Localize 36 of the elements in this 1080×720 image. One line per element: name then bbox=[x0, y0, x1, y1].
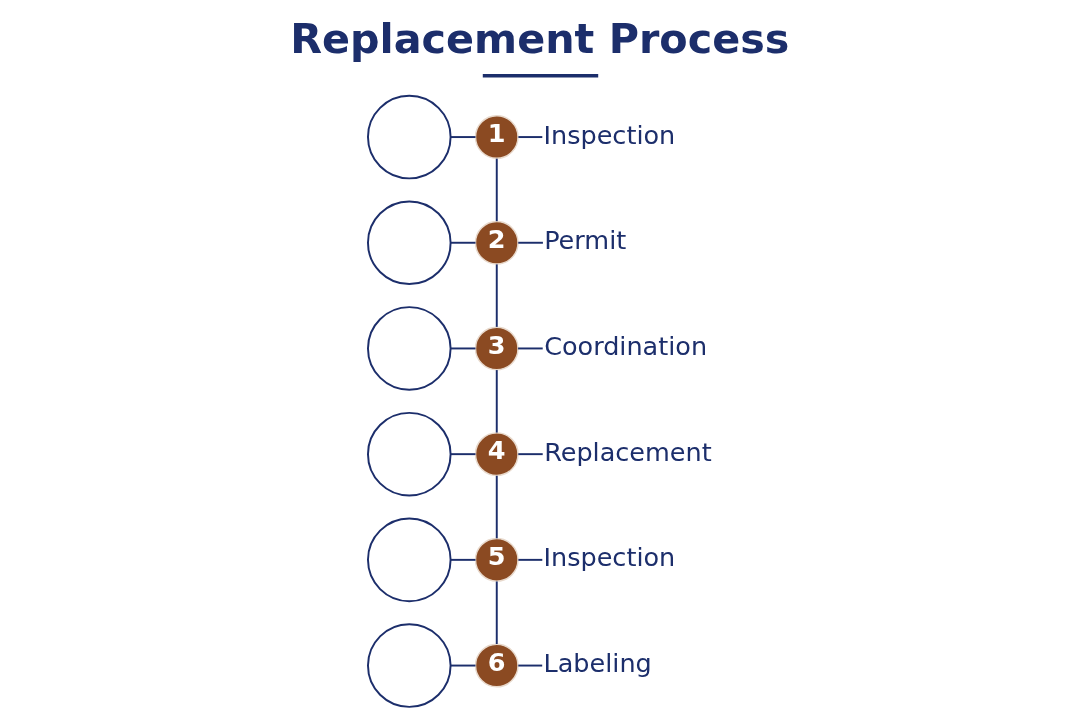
node-text: Permit bbox=[543, 225, 626, 256]
node-circle bbox=[366, 411, 452, 497]
node-circle bbox=[366, 94, 452, 180]
connector bbox=[449, 241, 476, 244]
node-text: Replacement bbox=[543, 436, 712, 467]
connector bbox=[449, 664, 476, 667]
node-circle: 2 bbox=[474, 220, 519, 265]
connector bbox=[516, 453, 544, 456]
connector bbox=[449, 347, 476, 350]
connector bbox=[516, 664, 543, 667]
connector bbox=[449, 453, 476, 456]
connector bbox=[449, 136, 476, 139]
node-circle bbox=[366, 517, 452, 603]
connector bbox=[495, 157, 498, 223]
diagram-title: Replacement Process bbox=[289, 15, 789, 64]
node-text: Inspection bbox=[543, 119, 675, 150]
node-text: Inspection bbox=[543, 542, 675, 573]
node-circle bbox=[366, 200, 452, 286]
connector bbox=[516, 136, 543, 139]
node-circle: 3 bbox=[474, 326, 519, 371]
node-circle bbox=[366, 623, 452, 708]
node-circle: 6 bbox=[474, 643, 519, 688]
connector bbox=[495, 263, 498, 328]
connector bbox=[516, 558, 543, 561]
connector bbox=[495, 369, 498, 434]
connector bbox=[516, 241, 544, 244]
node-circle: 4 bbox=[474, 432, 519, 477]
connector bbox=[495, 580, 498, 645]
node-circle: 5 bbox=[474, 537, 519, 582]
node-text: Coordination bbox=[543, 330, 707, 361]
node-text: Labeling bbox=[543, 647, 652, 678]
connector bbox=[516, 347, 544, 350]
connector bbox=[495, 474, 498, 540]
node-circle bbox=[366, 306, 452, 391]
connector bbox=[449, 558, 476, 561]
node-circle: 1 bbox=[474, 115, 519, 160]
